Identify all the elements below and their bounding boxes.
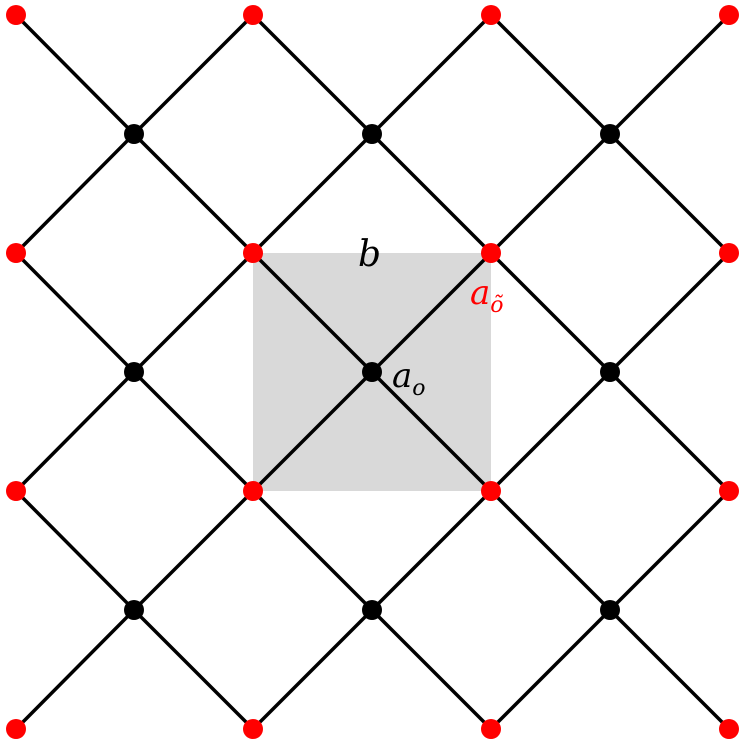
lattice-edge (608, 370, 731, 493)
lattice-edge (251, 132, 374, 255)
black-node (600, 362, 620, 382)
label-b: b (358, 234, 381, 275)
lattice-edge (370, 13, 493, 136)
lattice-edge (14, 608, 136, 731)
label-a-tilde-main: a (470, 273, 490, 313)
lattice-edge (14, 251, 136, 374)
lattice-edge (370, 251, 493, 374)
red-node (6, 481, 26, 501)
lattice-edge (132, 13, 255, 136)
black-node (124, 362, 144, 382)
red-node (243, 481, 263, 501)
label-a-o-subscript: o (412, 376, 425, 401)
red-node (243, 5, 263, 25)
red-node (243, 243, 263, 263)
red-node (481, 243, 501, 263)
label-a-tilde-subscript: õ (490, 293, 503, 318)
black-node (362, 124, 382, 144)
lattice-edge (14, 132, 136, 255)
red-node (719, 243, 739, 263)
lattice-edge (489, 489, 612, 612)
red-node (719, 5, 739, 25)
lattice-edge (370, 489, 493, 612)
red-node (6, 243, 26, 263)
red-node (243, 719, 263, 739)
black-node (124, 600, 144, 620)
red-node (6, 719, 26, 739)
label-a-o-main: a (392, 356, 412, 396)
lattice-edge (489, 132, 612, 255)
lattice-edges (14, 13, 731, 731)
lattice-edge (132, 132, 255, 255)
lattice-edge (489, 608, 612, 731)
lattice-edge (251, 251, 374, 374)
lattice-edge (370, 608, 493, 731)
black-node (600, 124, 620, 144)
lattice-edge (370, 132, 493, 255)
lattice-edge (251, 489, 374, 612)
black-node (124, 124, 144, 144)
lattice-edge (132, 608, 255, 731)
lattice-nodes (6, 5, 739, 739)
red-node (481, 481, 501, 501)
red-node (719, 719, 739, 739)
lattice-edge (14, 370, 136, 493)
red-node (481, 719, 501, 739)
lattice-edge (608, 251, 731, 374)
red-node (481, 5, 501, 25)
lattice-edge (132, 489, 255, 612)
lattice-edge (251, 608, 374, 731)
black-node (362, 362, 382, 382)
lattice-edge (608, 132, 731, 255)
lattice-edge (251, 13, 374, 136)
lattice-edge (132, 370, 255, 493)
lattice-edge (608, 608, 731, 731)
lattice-edge (489, 13, 612, 136)
black-node (600, 600, 620, 620)
black-node (362, 600, 382, 620)
lattice-edge (132, 251, 255, 374)
lattice-edge (14, 13, 136, 136)
lattice-edge (608, 13, 731, 136)
lattice-edge (489, 251, 612, 374)
label-a-o: ao (392, 356, 426, 401)
lattice-edge (370, 370, 493, 493)
lattice-edge (251, 370, 374, 493)
lattice-edge (608, 489, 731, 612)
lattice-edge (14, 489, 136, 612)
red-node (6, 5, 26, 25)
label-a-tilde: aõ (470, 273, 504, 318)
red-node (719, 481, 739, 501)
lattice-edge (489, 370, 612, 493)
